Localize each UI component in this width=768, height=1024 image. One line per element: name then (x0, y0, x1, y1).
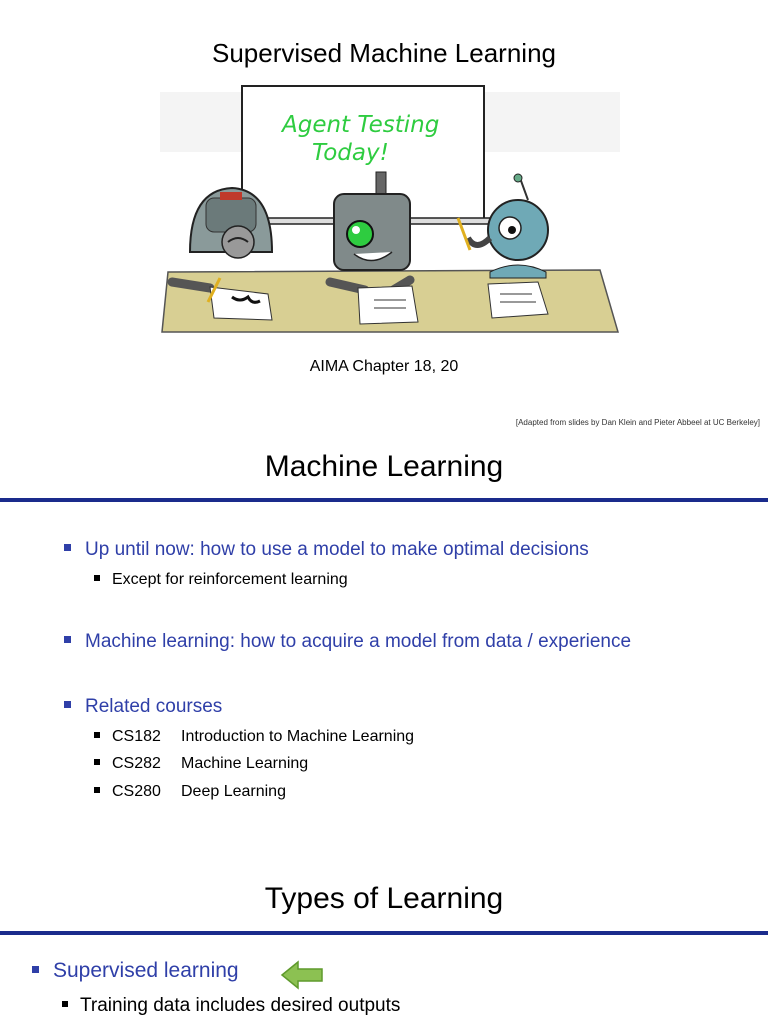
course-item: CS282 Machine Learning (94, 755, 308, 773)
slide-title: Machine Learning (264, 450, 504, 483)
course-item: CS280 Deep Learning (94, 783, 286, 801)
bullet-square-icon (64, 636, 71, 644)
board-text-line2: Today! (312, 140, 389, 166)
slide-3: Types of Learning Supervised learning Tr… (0, 860, 768, 1024)
bullet-text: Up until now: how to use a model to make… (85, 539, 589, 560)
slide-credit: [Adapted from slides by Dan Klein and Pi… (515, 418, 760, 427)
robot-left (167, 186, 274, 321)
slide-title: Supervised Machine Learning (212, 38, 556, 68)
bullet-item: Related courses (64, 696, 222, 718)
bullet-text: Machine learning: how to acquire a model… (85, 631, 632, 652)
bullet-square-icon (62, 1000, 68, 1007)
course-code: CS280 (112, 783, 161, 800)
course-name: Deep Learning (181, 783, 286, 800)
bullet-square-icon (32, 965, 39, 973)
course-name: Introduction to Machine Learning (181, 728, 415, 745)
bullet-item: Machine learning: how to acquire a model… (64, 631, 631, 653)
left-arrow-icon (280, 960, 323, 990)
sub-bullet-item: Except for reinforcement learning (94, 571, 348, 589)
bullet-square-icon (64, 544, 71, 552)
bullet-text: Supervised learning (53, 959, 239, 982)
title-rule (0, 931, 768, 935)
bullet-square-icon (94, 574, 100, 581)
title-rule (0, 498, 768, 502)
course-name: Machine Learning (181, 755, 309, 772)
bullet-square-icon (94, 758, 100, 765)
bullet-text: Related courses (85, 696, 223, 717)
bullet-square-icon (64, 701, 71, 709)
course-item: CS182 Introduction to Machine Learning (94, 728, 414, 746)
slide-title: Types of Learning (264, 882, 504, 915)
robots-testing-illustration: Agent Testing Today! (160, 85, 620, 333)
sub-bullet-text: Training data includes desired outputs (80, 995, 401, 1016)
slide-subtitle: AIMA Chapter 18, 20 (309, 358, 459, 375)
robot-right (456, 173, 549, 319)
course-code: CS182 (112, 728, 161, 745)
board-text-line1: Agent Testing (280, 112, 439, 138)
bullet-item: Supervised learning (32, 959, 239, 983)
bullet-item: Up until now: how to use a model to make… (64, 539, 589, 561)
robot-middle (325, 171, 419, 325)
course-code: CS282 (112, 755, 161, 772)
bullet-square-icon (94, 731, 100, 738)
sub-bullet-item: Training data includes desired outputs (62, 995, 400, 1017)
sub-bullet-text: Except for reinforcement learning (112, 571, 348, 588)
slide-1: Supervised Machine Learning Agent Testin… (0, 0, 768, 440)
slide-2: Machine Learning Up until now: how to us… (0, 440, 768, 860)
bullet-square-icon (94, 786, 100, 793)
